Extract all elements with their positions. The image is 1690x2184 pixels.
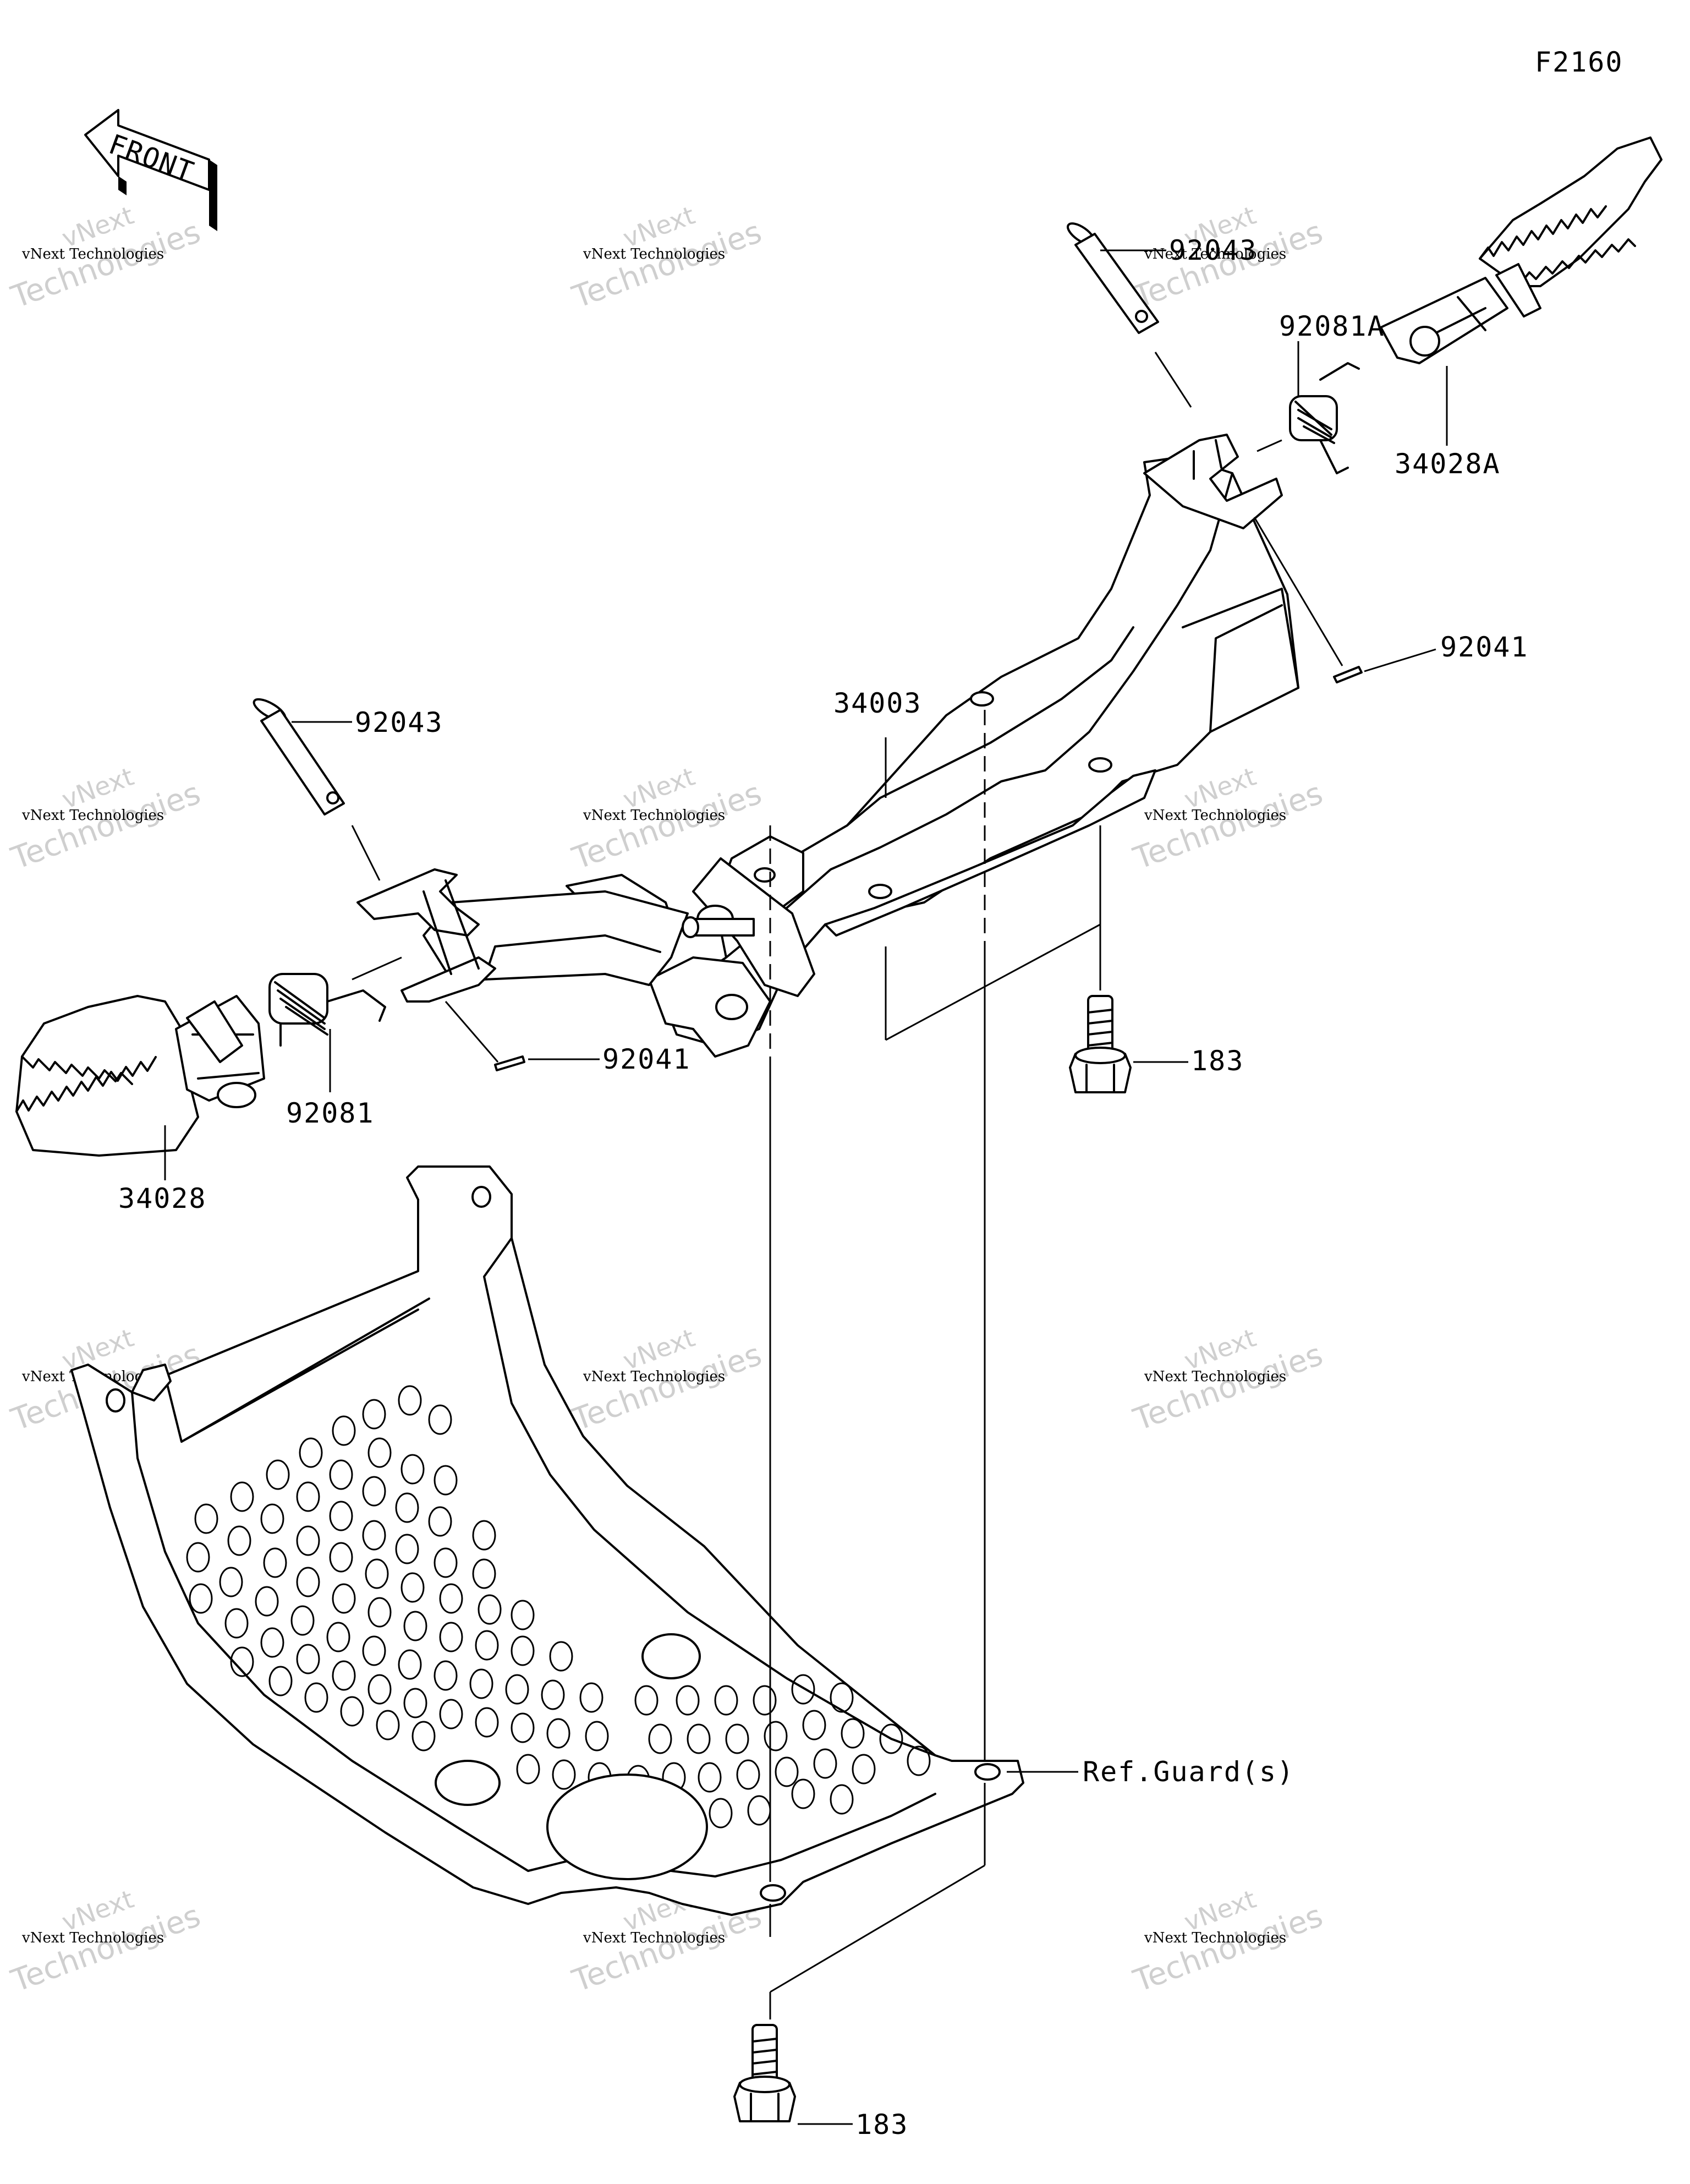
watermark-caption: vNext Technologies	[1144, 246, 1286, 262]
pin-right	[1067, 222, 1159, 334]
watermark-caption: vNext Technologies	[1144, 1930, 1286, 1946]
callout-ref-guard: Ref.Guard(s)	[1083, 1756, 1294, 1788]
callout-183-lower: 183	[855, 2109, 908, 2141]
watermark-caption: vNext Technologies	[583, 1930, 725, 1946]
watermark-caption: vNext Technologies	[1144, 807, 1286, 824]
guard-perforations	[186, 1385, 931, 1880]
callout-92041-left: 92041	[602, 1043, 691, 1075]
footpeg-right	[1380, 136, 1662, 364]
leader-lines	[164, 249, 1448, 2125]
callout-34028: 34028	[118, 1183, 207, 1214]
watermark-caption: vNext Technologies	[21, 807, 164, 824]
footpeg-left	[15, 995, 265, 1157]
spring-left	[268, 973, 386, 1047]
watermark-caption: vNext Technologies	[583, 246, 725, 262]
pin-left	[253, 698, 345, 815]
callout-92081A: 92081A	[1279, 310, 1385, 342]
cotter-left	[494, 1055, 525, 1071]
callout-183-upper: 183	[1191, 1045, 1244, 1077]
callout-34028A: 34028A	[1395, 448, 1501, 480]
callout-92043-left: 92043	[355, 707, 443, 738]
diagram-code: F2160	[1535, 46, 1623, 78]
cotter-right	[1333, 666, 1363, 683]
watermark-caption: vNext Technologies	[21, 1930, 164, 1946]
footpeg-bracket	[356, 434, 1299, 1058]
spring-right	[1289, 362, 1360, 474]
watermark-caption: vNext Technologies	[21, 246, 164, 262]
watermark-caption: vNext Technologies	[583, 807, 725, 824]
callout-92081: 92081	[286, 1097, 375, 1129]
watermark-caption: vNext Technologies	[583, 1369, 725, 1385]
watermark-caption: vNext Technologies	[1144, 1369, 1286, 1385]
callout-92043-right: 92043	[1169, 234, 1258, 266]
callout-92041-right: 92041	[1440, 631, 1529, 663]
bolt-upper	[1069, 995, 1132, 1093]
guard-plate	[70, 1165, 1024, 1916]
callout-34003: 34003	[833, 687, 922, 719]
bolt-lower	[733, 2024, 796, 2122]
